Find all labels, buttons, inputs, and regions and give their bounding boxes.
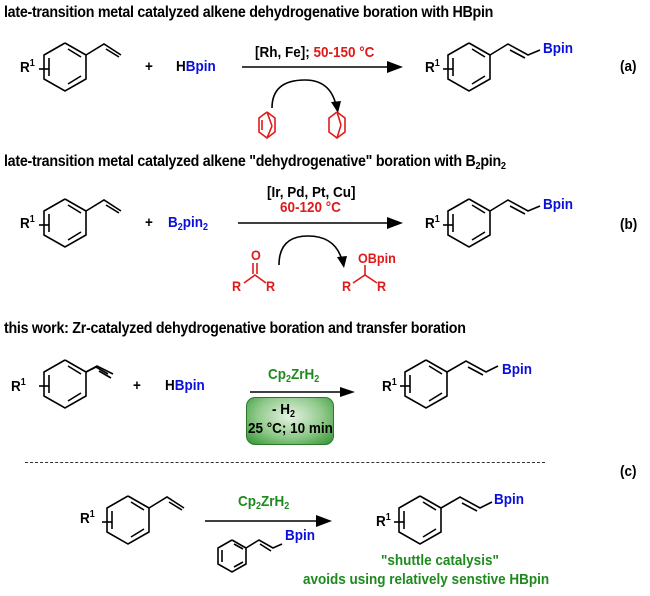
plus-a: +	[145, 58, 153, 75]
conditions-highlight-box	[246, 397, 334, 445]
reagent-hbpin-c: HBpin	[165, 377, 205, 394]
heading-b: late-transition metal catalyzed alkene "…	[4, 153, 506, 172]
substituent-r1-c: R1	[11, 377, 26, 395]
substituent-r1-a: R1	[20, 58, 35, 76]
substituent-r1-c2: R1	[80, 509, 95, 527]
product-bpin-a: Bpin	[543, 40, 573, 57]
borinate-r-right: R	[377, 278, 387, 294]
substituent-r1-product-c: R1	[382, 377, 397, 395]
catalyst-b: [Ir, Pd, Pt, Cu]	[267, 184, 356, 201]
curved-arrow-b	[278, 235, 343, 266]
plus-c: +	[133, 377, 141, 394]
h2-loss: - H2	[272, 401, 296, 420]
product-bpin-b: Bpin	[543, 196, 573, 213]
label-b: (b)	[620, 216, 638, 233]
heading-a: late-transition metal catalyzed alkene d…	[4, 4, 494, 21]
temperature-b: 60-120 °C	[280, 199, 341, 216]
product-bpin-c2: Bpin	[494, 491, 524, 508]
heading-c: this work: Zr-catalyzed dehydrogenative …	[4, 320, 466, 337]
substituent-r1-product-b: R1	[425, 214, 440, 232]
reagent-hbpin-a: HBpin	[176, 58, 216, 75]
reagent-b2pin2: B2pin2	[168, 214, 209, 233]
ketone-oxygen: O	[251, 247, 261, 263]
ketone-r-left: R	[232, 278, 242, 294]
transfer-reagent-bpin: Bpin	[285, 527, 315, 544]
substituent-r1-product-a: R1	[425, 58, 440, 76]
catalyst-c2: Cp2ZrH2	[238, 493, 290, 512]
substituent-r1-b: R1	[20, 214, 35, 232]
section-divider	[25, 462, 545, 463]
label-a: (a)	[620, 58, 637, 75]
note-avoids-hbpin: avoids using relatively senstive HBpin	[303, 571, 550, 588]
substituent-r1-product-c2: R1	[376, 512, 391, 530]
conditions-c: 25 °C; 10 min	[248, 420, 333, 437]
ketone-r-right: R	[266, 278, 276, 294]
label-c: (c)	[620, 463, 637, 480]
product-bpin-c: Bpin	[502, 361, 532, 378]
catalyst-c: Cp2ZrH2	[268, 366, 320, 385]
note-shuttle-catalysis: "shuttle catalysis"	[381, 552, 499, 569]
conditions-a: [Rh, Fe]; 50-150 °C	[255, 44, 375, 61]
obpin-label: OBpin	[358, 250, 396, 266]
plus-b: +	[145, 214, 153, 231]
borinate-r-left: R	[342, 278, 352, 294]
curved-arrow-a	[271, 79, 337, 109]
